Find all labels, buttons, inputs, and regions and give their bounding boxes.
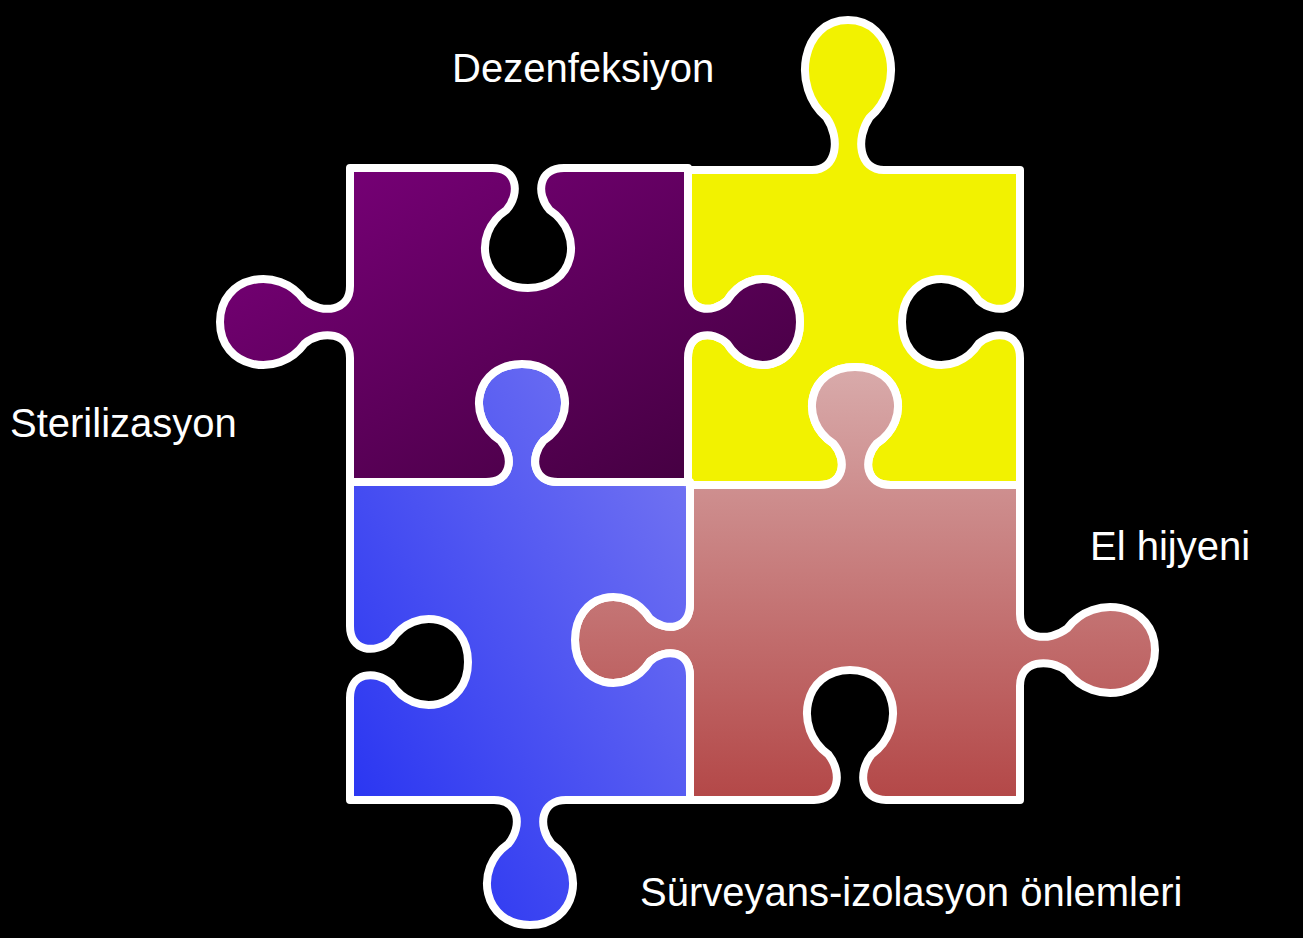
- section-label: Sterilizasyon: [10, 399, 237, 447]
- section-label: El hijyeni: [1090, 522, 1250, 570]
- purple-piece: [220, 168, 800, 482]
- section-label: Sürveyans-izolasyon önlemleri: [640, 868, 1182, 916]
- section-label: Dezenfeksiyon: [452, 44, 714, 92]
